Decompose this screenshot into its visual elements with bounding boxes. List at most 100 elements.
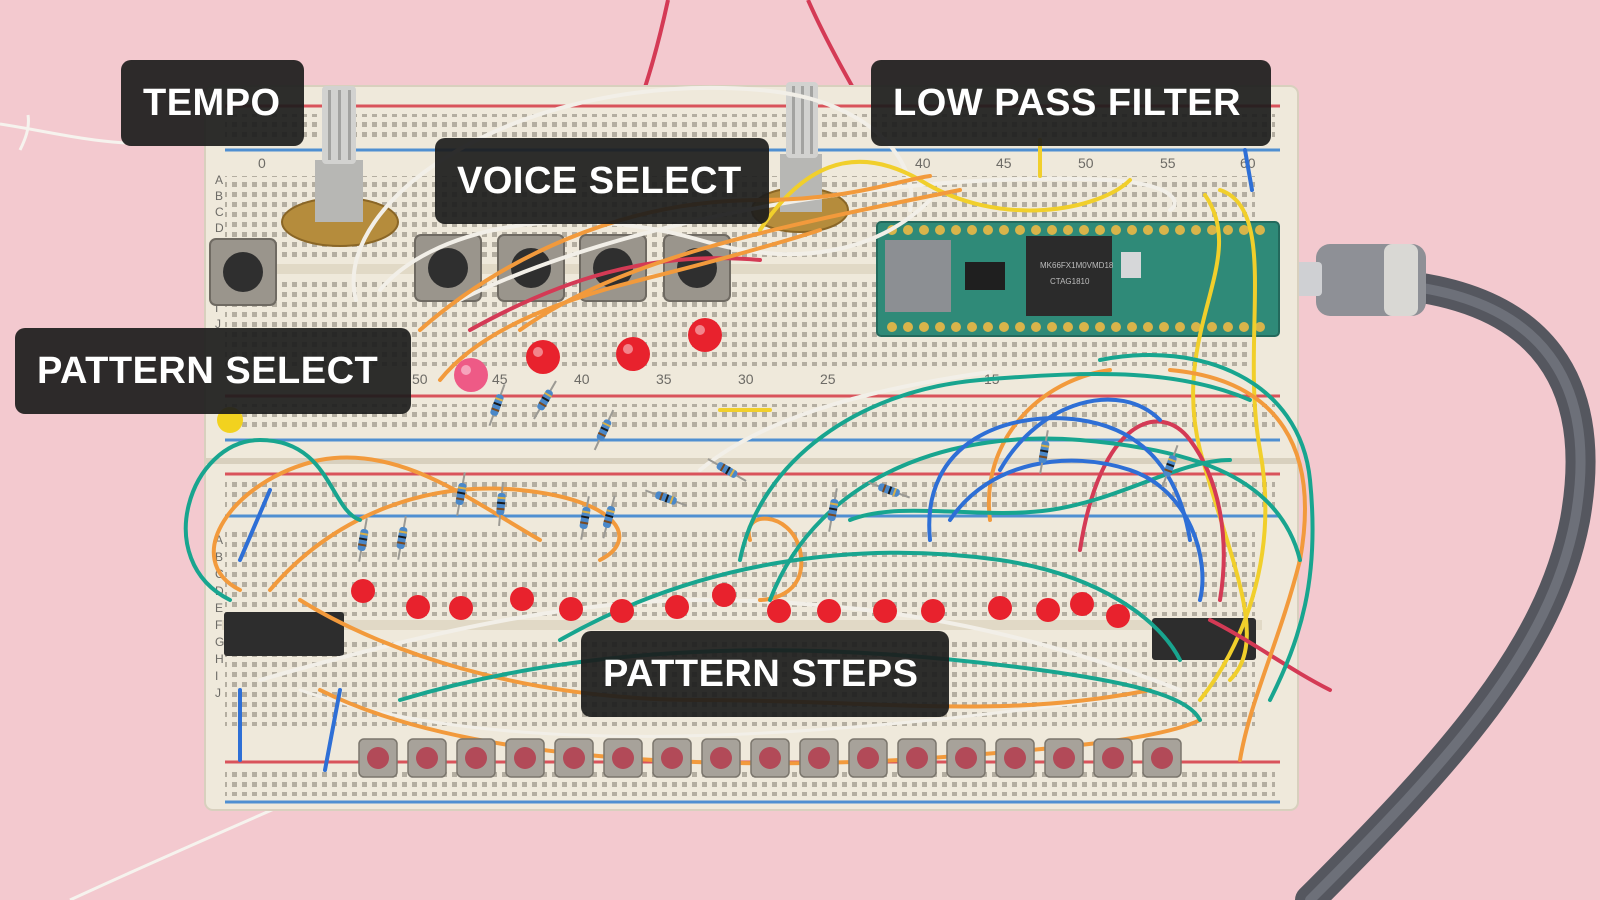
header-pin — [983, 225, 993, 235]
board-number: 25 — [820, 371, 836, 387]
header-pin — [967, 225, 977, 235]
row-letter: A — [215, 533, 223, 547]
header-pin — [1047, 322, 1057, 332]
led-icon — [1070, 592, 1094, 616]
pattern-select-label: PATTERN SELECT — [15, 328, 411, 414]
push-button-icon — [407, 738, 447, 778]
board-number: 40 — [915, 155, 931, 171]
header-pin — [1031, 322, 1041, 332]
led-icon — [688, 318, 722, 352]
led-icon — [1036, 598, 1060, 622]
resistor-icon — [1038, 430, 1050, 474]
header-pin — [1191, 225, 1201, 235]
led-icon — [988, 596, 1012, 620]
header-pin — [1159, 322, 1169, 332]
resistor-icon — [533, 380, 557, 420]
led-icon — [406, 595, 430, 619]
low-pass-filter-label: LOW PASS FILTER — [871, 60, 1271, 146]
header-pin — [1079, 322, 1089, 332]
row-letter: G — [215, 635, 224, 649]
header-pin — [1015, 322, 1025, 332]
header-pin — [919, 225, 929, 235]
header-pin — [1255, 225, 1265, 235]
led-icon — [616, 337, 650, 371]
header-pin — [1143, 225, 1153, 235]
header-pin — [1207, 225, 1217, 235]
push-button-icon — [848, 738, 888, 778]
push-button-icon — [750, 738, 790, 778]
row-letter: F — [215, 618, 222, 632]
push-button-icon — [1044, 738, 1084, 778]
led-icon — [1106, 604, 1130, 628]
led-icon — [610, 599, 634, 623]
push-button-icon — [209, 238, 277, 306]
resistor-icon — [593, 409, 615, 451]
header-pin — [1127, 322, 1137, 332]
led-icon — [665, 595, 689, 619]
chip-marking: MK66FX1M0VMD18 — [1040, 261, 1114, 270]
row-letter: I — [215, 301, 218, 315]
header-pin — [1191, 322, 1201, 332]
header-pin — [1095, 322, 1105, 332]
led-icon — [454, 358, 488, 392]
header-pin — [935, 322, 945, 332]
header-pin — [951, 225, 961, 235]
header-pin — [1015, 225, 1025, 235]
board-number: 50 — [1078, 155, 1094, 171]
led-icon — [873, 599, 897, 623]
led-icon — [921, 599, 945, 623]
board-number: 35 — [656, 371, 672, 387]
row-letter: B — [215, 189, 223, 203]
header-pin — [1063, 225, 1073, 235]
row-letter: D — [215, 221, 224, 235]
push-button-icon — [554, 738, 594, 778]
chip-marking: CTAG1810 — [1050, 277, 1090, 286]
resistor-icon — [488, 383, 506, 427]
header-pin — [1223, 322, 1233, 332]
push-button-icon — [946, 738, 986, 778]
row-letter: C — [215, 205, 224, 219]
header-pin — [1095, 225, 1105, 235]
header-pin — [983, 322, 993, 332]
header-pin — [1223, 225, 1233, 235]
header-pin — [1143, 322, 1153, 332]
board-number: 40 — [574, 371, 590, 387]
row-letter: J — [215, 686, 221, 700]
header-pin — [1255, 322, 1265, 332]
led-icon — [767, 599, 791, 623]
led-icon — [559, 597, 583, 621]
led-icon — [712, 583, 736, 607]
header-pin — [1111, 225, 1121, 235]
led-icon — [817, 599, 841, 623]
board-number: 45 — [492, 371, 508, 387]
header-pin — [903, 225, 913, 235]
usb-cable-icon — [1286, 244, 1596, 900]
board-number: 50 — [412, 371, 428, 387]
resistor-icon — [496, 481, 506, 527]
resistor-icon — [827, 488, 839, 532]
header-pin — [1207, 322, 1217, 332]
header-pin — [919, 322, 929, 332]
push-button-icon — [799, 738, 839, 778]
board-number: 55 — [1160, 155, 1176, 171]
push-button-icon — [897, 738, 937, 778]
push-button-icon — [1142, 738, 1182, 778]
pattern-steps-label: PATTERN STEPS — [581, 631, 949, 717]
push-button-icon — [358, 738, 398, 778]
row-letter: J — [215, 317, 221, 331]
header-pin — [1063, 322, 1073, 332]
header-pin — [1031, 225, 1041, 235]
header-pin — [1079, 225, 1089, 235]
push-button-icon — [701, 738, 741, 778]
resistor-icon — [357, 518, 369, 562]
header-pin — [887, 322, 897, 332]
header-pin — [1111, 322, 1121, 332]
led-icon — [510, 587, 534, 611]
header-pin — [1239, 322, 1249, 332]
row-letter: H — [215, 652, 224, 666]
resistor-icon — [644, 489, 688, 507]
row-letter: D — [215, 584, 224, 598]
board-number: 45 — [996, 155, 1012, 171]
led-icon — [526, 340, 560, 374]
